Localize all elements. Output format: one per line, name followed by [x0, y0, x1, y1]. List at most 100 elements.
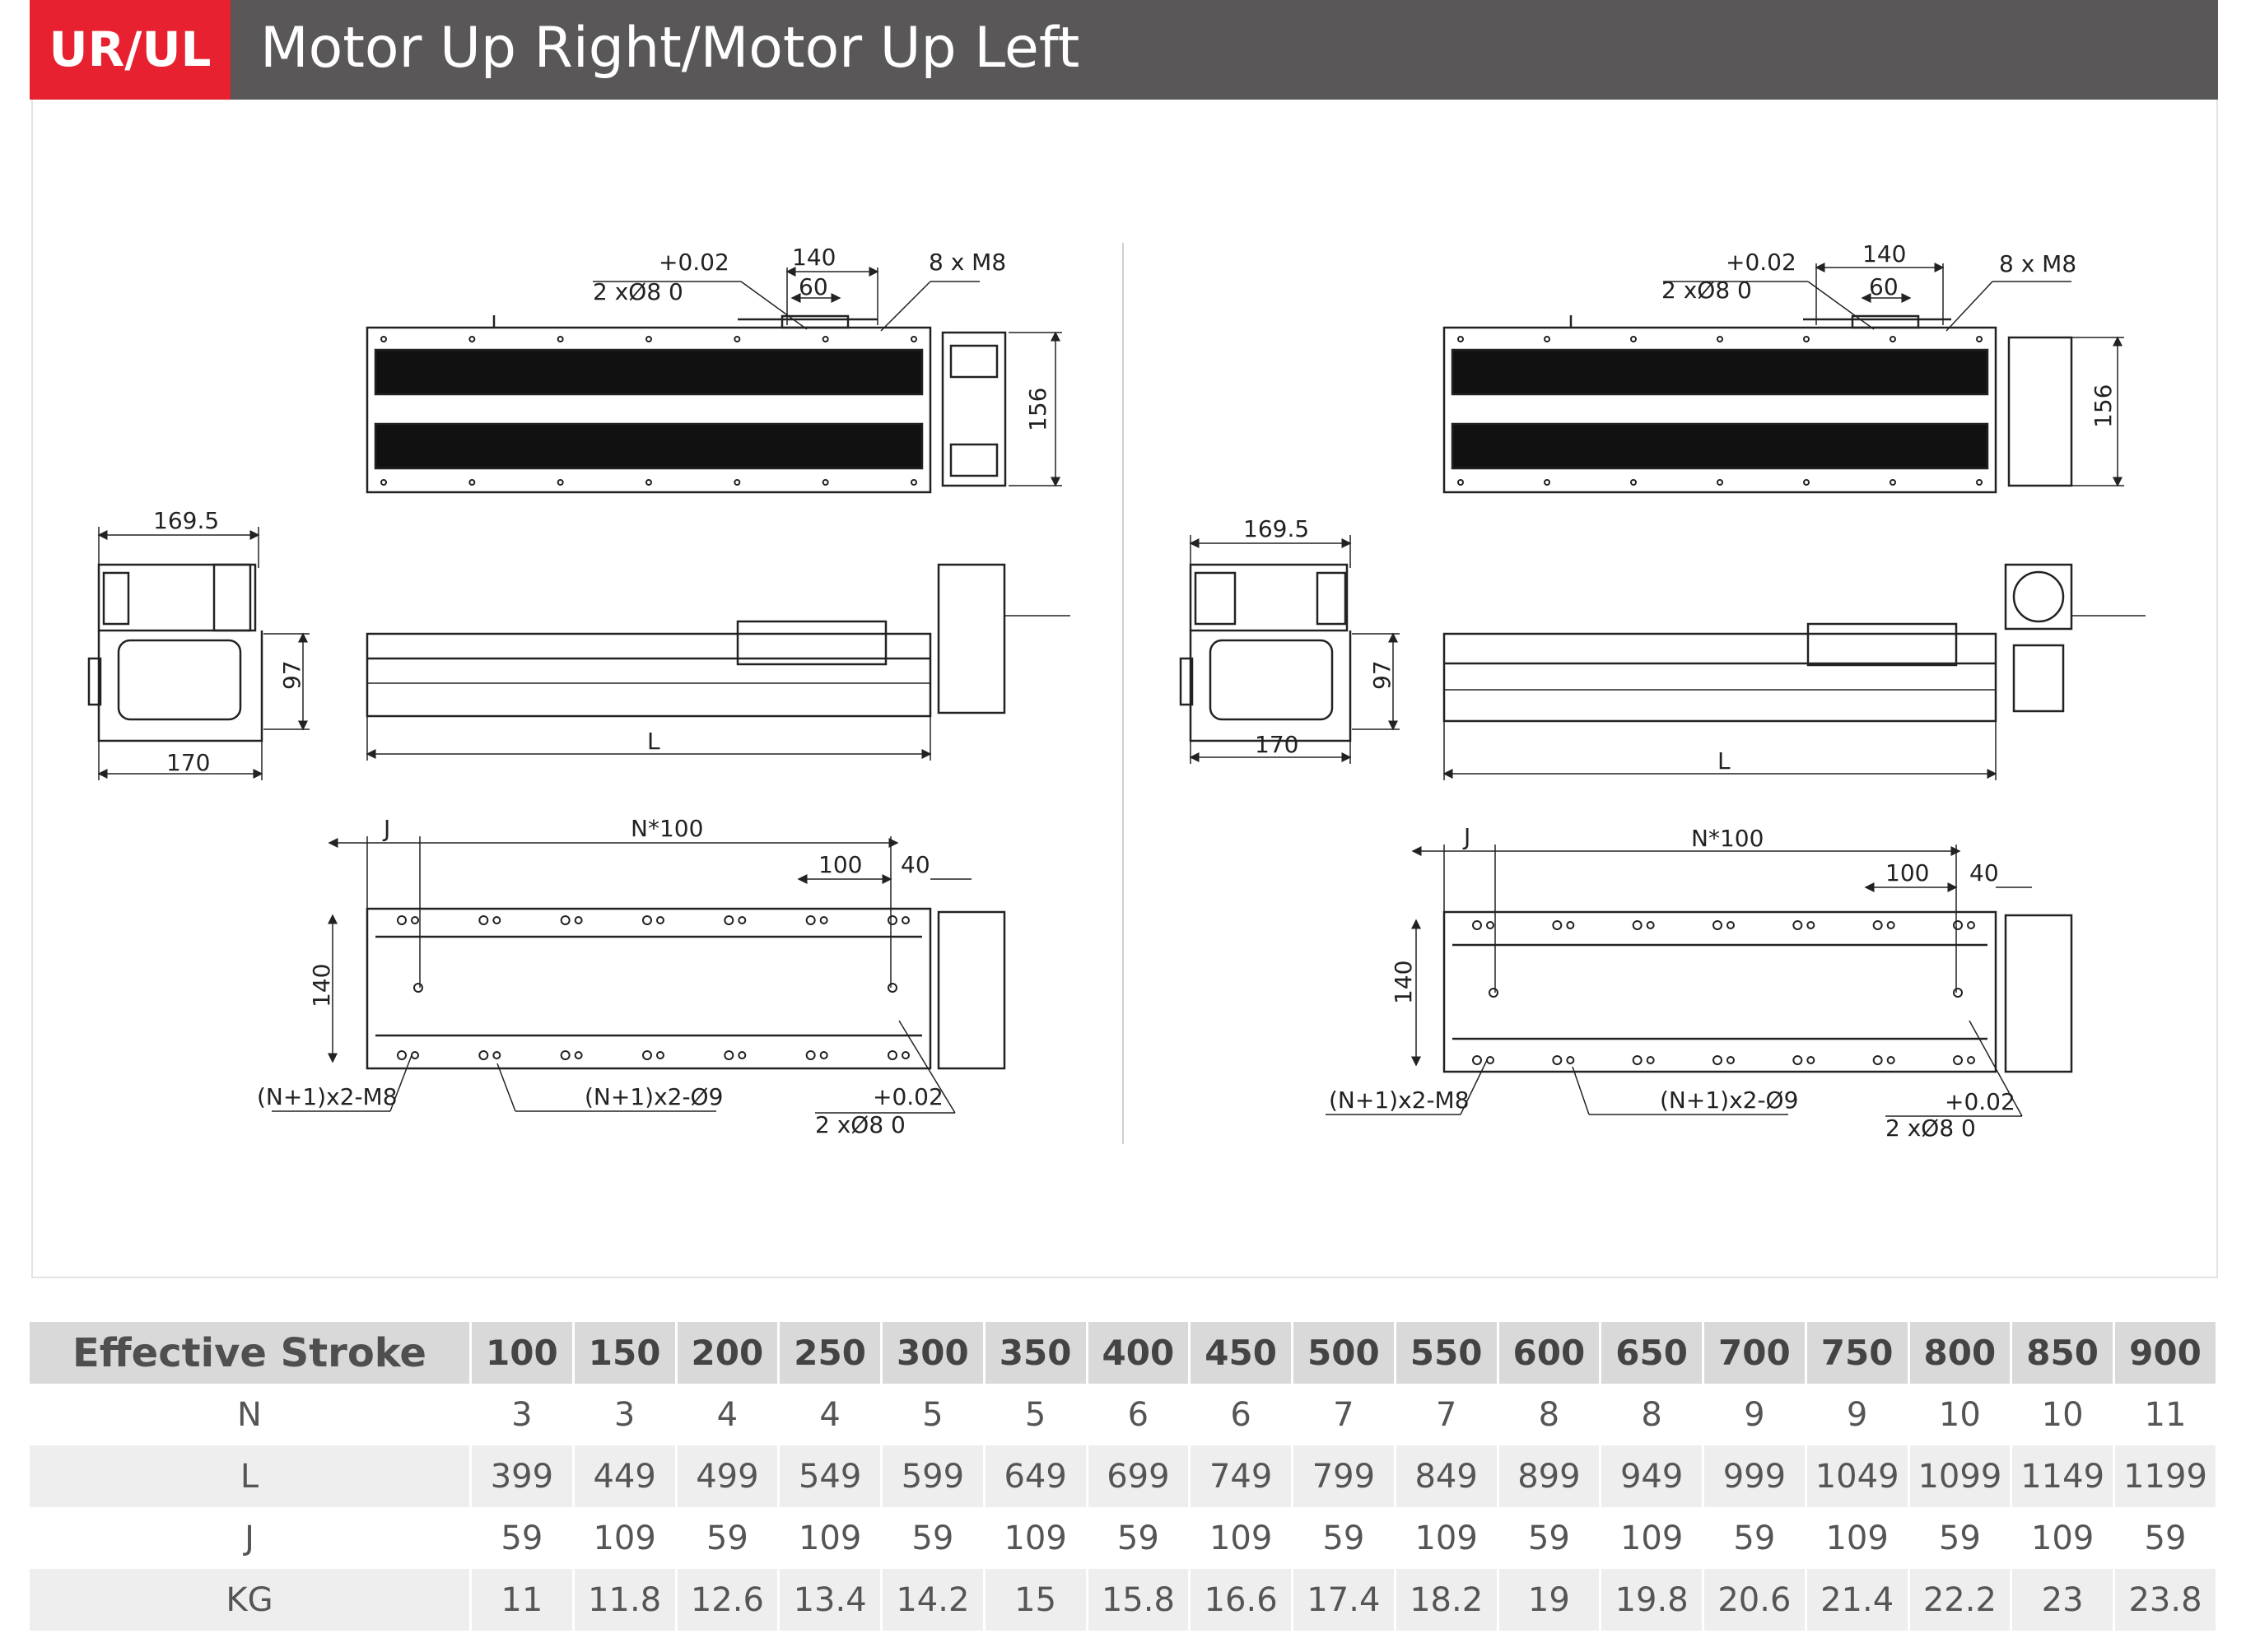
hole-mark	[478, 915, 489, 925]
right-view	[1179, 263, 2146, 1117]
top-view-body-2	[1442, 314, 2073, 494]
tolerance-label-r2: +0.02	[1945, 1088, 2015, 1115]
row-label: KG	[30, 1569, 472, 1631]
hole-mark	[1717, 336, 1723, 342]
tolerance-label-2: +0.02	[873, 1083, 944, 1110]
hole-mark	[1976, 479, 1983, 486]
hole-mark	[656, 916, 664, 924]
pin-hole-label-r: 2 xØ8 0	[1661, 277, 1752, 304]
table-cell: 16.6	[1189, 1569, 1293, 1631]
hole-mark	[902, 916, 910, 924]
hole-mark	[1886, 921, 1895, 929]
dim-140: 140	[792, 244, 836, 271]
hole-mark	[1566, 1056, 1575, 1064]
hole-mark	[1872, 1055, 1883, 1065]
hole-mark	[902, 1051, 910, 1059]
stroke-header-cell: 700	[1703, 1322, 1807, 1384]
left-view	[87, 267, 1070, 1114]
hole-mark	[819, 1051, 828, 1059]
hole-mark	[1544, 336, 1550, 342]
table-cell: 1199	[2113, 1445, 2218, 1507]
table-cell: 59	[1087, 1507, 1191, 1569]
dim-97: 97	[278, 660, 305, 690]
hole-mark	[1472, 920, 1482, 930]
stroke-header-cell: 300	[881, 1322, 986, 1384]
hole-mark	[1646, 921, 1655, 929]
dim-156-r: 156	[2090, 384, 2117, 428]
bottom-view-body	[366, 907, 1006, 1070]
hole-mark	[738, 1051, 747, 1059]
table-cell: 1099	[1908, 1445, 2013, 1507]
hole-mark	[1976, 336, 1983, 342]
hole-mark	[1890, 336, 1896, 342]
table-cell: 15.8	[1087, 1569, 1191, 1631]
table-cell: 11	[2113, 1384, 2218, 1445]
table-cell: 21.4	[1806, 1569, 1910, 1631]
table-cell: 899	[1498, 1445, 1602, 1507]
dim-169-5: 169.5	[153, 507, 219, 534]
table-cell: 59	[2113, 1507, 2218, 1569]
dim-J-r: J	[1462, 823, 1470, 850]
hole-mark	[888, 1050, 897, 1060]
thread-label: 8 x M8	[929, 249, 1006, 276]
tolerance-label: +0.02	[659, 249, 729, 276]
hole-mark	[1806, 921, 1815, 929]
end-view-2	[1179, 563, 1352, 742]
bottom-view-body-2	[1442, 910, 2073, 1073]
page-title: Motor Up Right/Motor Up Left	[260, 16, 1080, 81]
dim-140-r: 140	[1862, 240, 1906, 268]
table-cell: 11.8	[573, 1569, 678, 1631]
dim-170: 170	[166, 749, 210, 776]
stroke-header-cell: 900	[2113, 1322, 2218, 1384]
page-header: UR/UL Motor Up Right/Motor Up Left	[30, 0, 2218, 100]
model-badge: UR/UL	[30, 0, 231, 100]
dim-60: 60	[799, 273, 828, 300]
dim-169-5-r: 169.5	[1243, 515, 1309, 542]
table-cell: 23.8	[2113, 1569, 2218, 1631]
hole-mark	[1630, 336, 1637, 342]
dim-60-r: 60	[1869, 273, 1899, 300]
table-cell: 14.2	[881, 1569, 986, 1631]
hole-mark	[1806, 1056, 1815, 1064]
holes-d9-label: (N+1)x2-Ø9	[585, 1083, 723, 1110]
hole-mark	[656, 1051, 664, 1059]
hole-mark	[734, 479, 741, 486]
front-view-body-2	[1442, 563, 2146, 723]
table-cell: 6	[1189, 1384, 1293, 1445]
table-cell: 5	[881, 1384, 986, 1445]
table-cell: 59	[881, 1507, 986, 1569]
hole-mark	[1953, 1055, 1963, 1065]
table-cell: 549	[778, 1445, 883, 1507]
table-cell: 22.2	[1908, 1569, 2013, 1631]
table-cell: 59	[1498, 1507, 1602, 1569]
stroke-header-cell: 750	[1806, 1322, 1910, 1384]
holes-d9-label-r: (N+1)x2-Ø9	[1660, 1087, 1798, 1114]
hole-mark	[822, 336, 829, 342]
hole-mark	[1967, 921, 1975, 929]
hole-mark	[1792, 1055, 1803, 1065]
table-cell: 3	[573, 1384, 678, 1445]
table-cell: 449	[573, 1445, 678, 1507]
dim-N100-r: N*100	[1691, 825, 1764, 852]
table-cell: 7	[1292, 1384, 1396, 1445]
table-cell: 59	[1703, 1507, 1807, 1569]
stroke-header-cell: 200	[676, 1322, 781, 1384]
hole-mark	[805, 915, 816, 925]
table-cell: 5	[984, 1384, 1088, 1445]
hole-mark	[1792, 920, 1803, 930]
table-cell: 59	[676, 1507, 781, 1569]
table-cell: 109	[1600, 1507, 1704, 1569]
dim-97-r: 97	[1368, 660, 1396, 690]
hole-mark	[557, 479, 564, 486]
effective-stroke-header: Effective Stroke	[30, 1322, 472, 1384]
hole-mark	[557, 336, 564, 342]
dim-L: L	[647, 728, 660, 755]
hole-mark	[1803, 479, 1810, 486]
hole-mark	[560, 915, 571, 925]
hole-mark	[645, 479, 652, 486]
table-cell: 109	[1189, 1507, 1293, 1569]
